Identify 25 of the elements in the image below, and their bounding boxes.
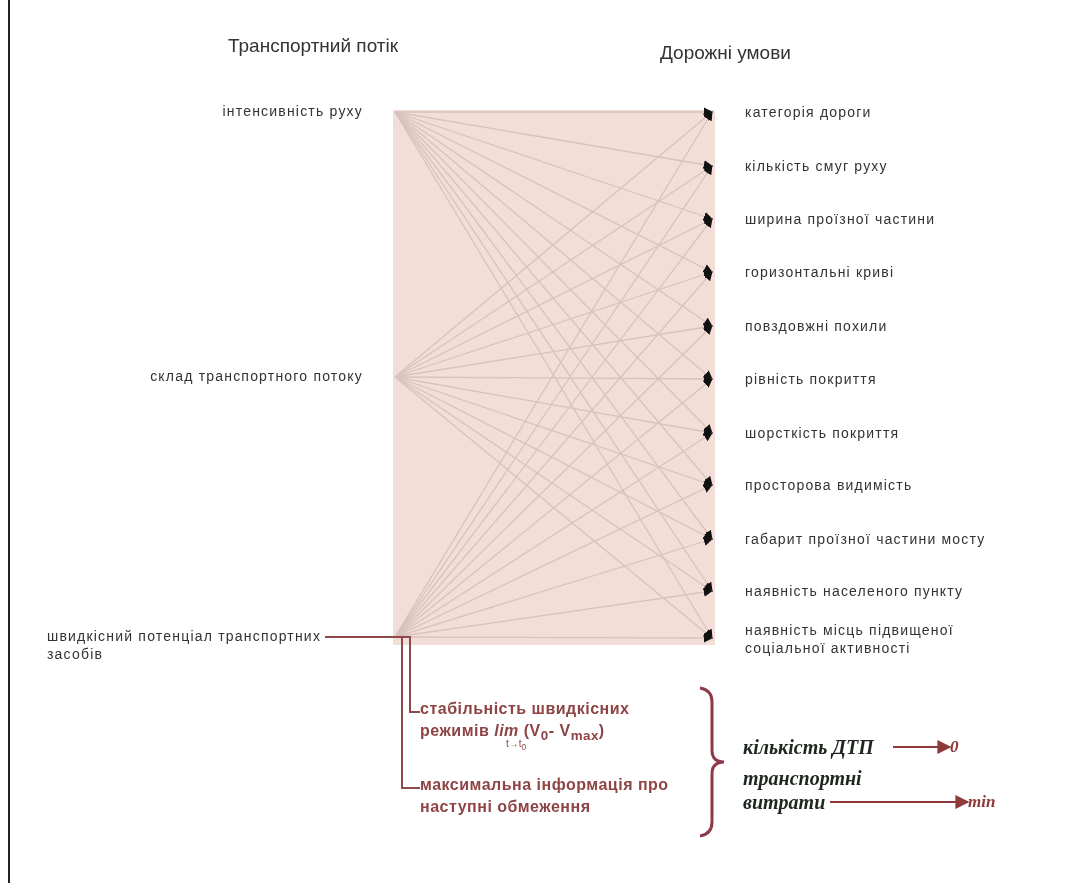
condition-label: категорія дороги [712,103,1012,121]
arrow [892,740,952,754]
result-label: кількість ДТП [743,735,893,759]
condition-label: наявність населеного пункту [712,582,1012,600]
factor-label: склад транспортного потоку [100,367,395,387]
arrow [394,376,713,639]
factor-label: швидкісний потенціал транспортних засобів [47,627,367,667]
condition-label: горизонтальні криві [712,263,1012,281]
condition-label: повздовжні похили [712,317,1012,335]
condition-label: наявність місць підвищеної соціальної активності [712,621,1012,655]
condition-label: шорсткість покриття [712,424,1012,442]
condition-label: рівність покриття [712,370,1012,388]
target-value: 0 [950,735,990,759]
condition-label: габарит проїзної частини мосту [712,530,1012,548]
outcome-text: максимальна інформація про наступні обмеження [420,774,690,820]
header-label: Транспортний потік [228,35,399,57]
header-label: Дорожні умови [660,42,791,64]
condition-label: ширина проїзної частини [712,210,1012,228]
arrow [829,795,970,809]
result-label: транспортні витрати [743,766,929,818]
target-value: min [968,790,1013,814]
factor-label: інтенсивність руху [150,102,395,122]
condition-label: просторова видимість [712,476,1012,494]
condition-label: кількість смуг руху [712,157,1012,175]
formula-subscript: t→t$_{0}$ [506,738,527,752]
